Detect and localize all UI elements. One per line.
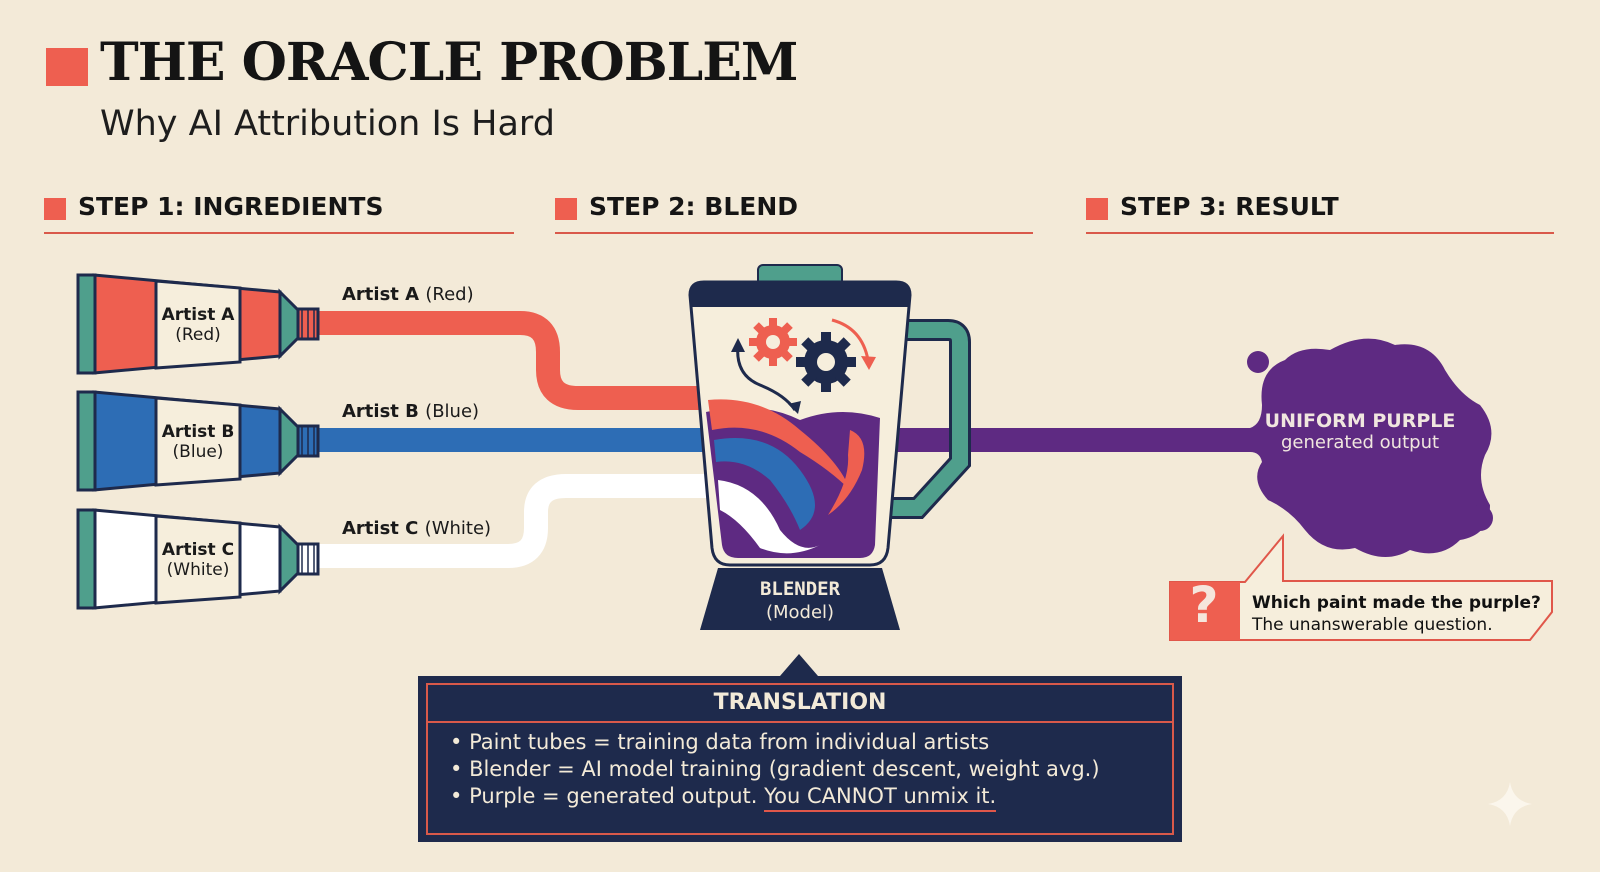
translation-list: Paint tubes = training data from individ… xyxy=(450,729,1100,812)
step-2-header: STEP 2: BLEND xyxy=(555,190,1033,240)
translation-emphasis: You CANNOT unmix it. xyxy=(764,784,997,812)
question-mark-icon: ? xyxy=(1189,576,1219,634)
translation-item: Paint tubes = training data from individ… xyxy=(450,729,1100,756)
question-text: Which paint made the purple? The unanswe… xyxy=(1252,592,1541,636)
blender-illustration xyxy=(688,264,971,630)
tube-b-name: Artist B xyxy=(161,422,235,442)
step-2-label: STEP 2: BLEND xyxy=(589,192,798,221)
step-1-label: STEP 1: INGREDIENTS xyxy=(78,192,384,221)
paint-tube-c xyxy=(76,508,320,610)
tube-c-name: Artist C xyxy=(161,540,235,560)
title-marker-square xyxy=(46,48,88,86)
step-marker-square xyxy=(555,198,577,220)
white-stream xyxy=(318,474,720,568)
page-title: THE ORACLE PROBLEM xyxy=(100,32,798,93)
result-label: UNIFORM PURPLE generated output xyxy=(1230,410,1490,453)
stream-b-name: Artist B xyxy=(342,401,419,422)
paint-tube-b xyxy=(76,390,320,492)
translation-item-prefix: Purple = generated output. xyxy=(469,784,765,808)
translation-box: TRANSLATION Paint tubes = training data … xyxy=(418,676,1182,842)
translation-title: TRANSLATION xyxy=(428,685,1172,723)
stream-b-label: Artist B (Blue) xyxy=(342,401,479,422)
step-1-divider xyxy=(44,232,514,234)
step-3-label: STEP 3: RESULT xyxy=(1120,192,1339,221)
translation-pointer xyxy=(780,654,818,676)
tube-b-color: (Blue) xyxy=(172,442,224,462)
purple-paint-blob xyxy=(1247,338,1493,558)
question-mark-badge xyxy=(1170,582,1240,640)
step-1-header: STEP 1: INGREDIENTS xyxy=(44,190,514,240)
red-stream xyxy=(318,311,720,410)
tube-c-color: (White) xyxy=(166,560,230,580)
red-gear-icon xyxy=(749,318,797,366)
step-marker-square xyxy=(44,198,66,220)
navy-gear-icon xyxy=(796,332,856,392)
tube-a-label: Artist A (Red) xyxy=(158,305,238,345)
tube-c-label: Artist C (White) xyxy=(158,540,238,580)
blender-label: BLENDER (Model) xyxy=(700,578,900,623)
curved-arrow-icon xyxy=(736,344,797,411)
page-subtitle: Why AI Attribution Is Hard xyxy=(100,104,555,144)
tube-a-name: Artist A xyxy=(161,305,235,325)
result-subtitle: generated output xyxy=(1280,432,1440,453)
stream-c-label: Artist C (White) xyxy=(342,518,491,539)
step-3-divider xyxy=(1086,232,1554,234)
question-line-2: The unanswerable question. xyxy=(1252,615,1493,635)
paint-streams xyxy=(318,311,1250,568)
step-3-header: STEP 3: RESULT xyxy=(1086,190,1556,240)
rotate-arrow-icon xyxy=(831,318,870,361)
stream-a-label: Artist A (Red) xyxy=(342,284,474,305)
stream-a-name: Artist A xyxy=(342,284,420,305)
stream-c-name: Artist C xyxy=(342,518,419,539)
question-callout xyxy=(1169,533,1553,641)
step-2-divider xyxy=(555,232,1033,234)
stream-a-color: (Red) xyxy=(425,284,474,305)
blender-title: BLENDER xyxy=(759,578,841,600)
translation-frame: TRANSLATION Paint tubes = training data … xyxy=(426,683,1174,835)
tube-a-color: (Red) xyxy=(175,325,221,345)
sparkle-icon xyxy=(1488,782,1532,826)
translation-item: Blender = AI model training (gradient de… xyxy=(450,756,1099,783)
question-line-1: Which paint made the purple? xyxy=(1252,593,1541,613)
paint-tube-a xyxy=(76,273,320,375)
stream-c-color: (White) xyxy=(424,518,492,539)
stream-b-color: (Blue) xyxy=(425,401,480,422)
result-title: UNIFORM PURPLE xyxy=(1264,410,1456,432)
translation-item: Purple = generated output. You CANNOT un… xyxy=(450,783,1100,812)
blender-subtitle: (Model) xyxy=(765,602,835,623)
step-marker-square xyxy=(1086,198,1108,220)
tube-b-label: Artist B (Blue) xyxy=(158,422,238,462)
